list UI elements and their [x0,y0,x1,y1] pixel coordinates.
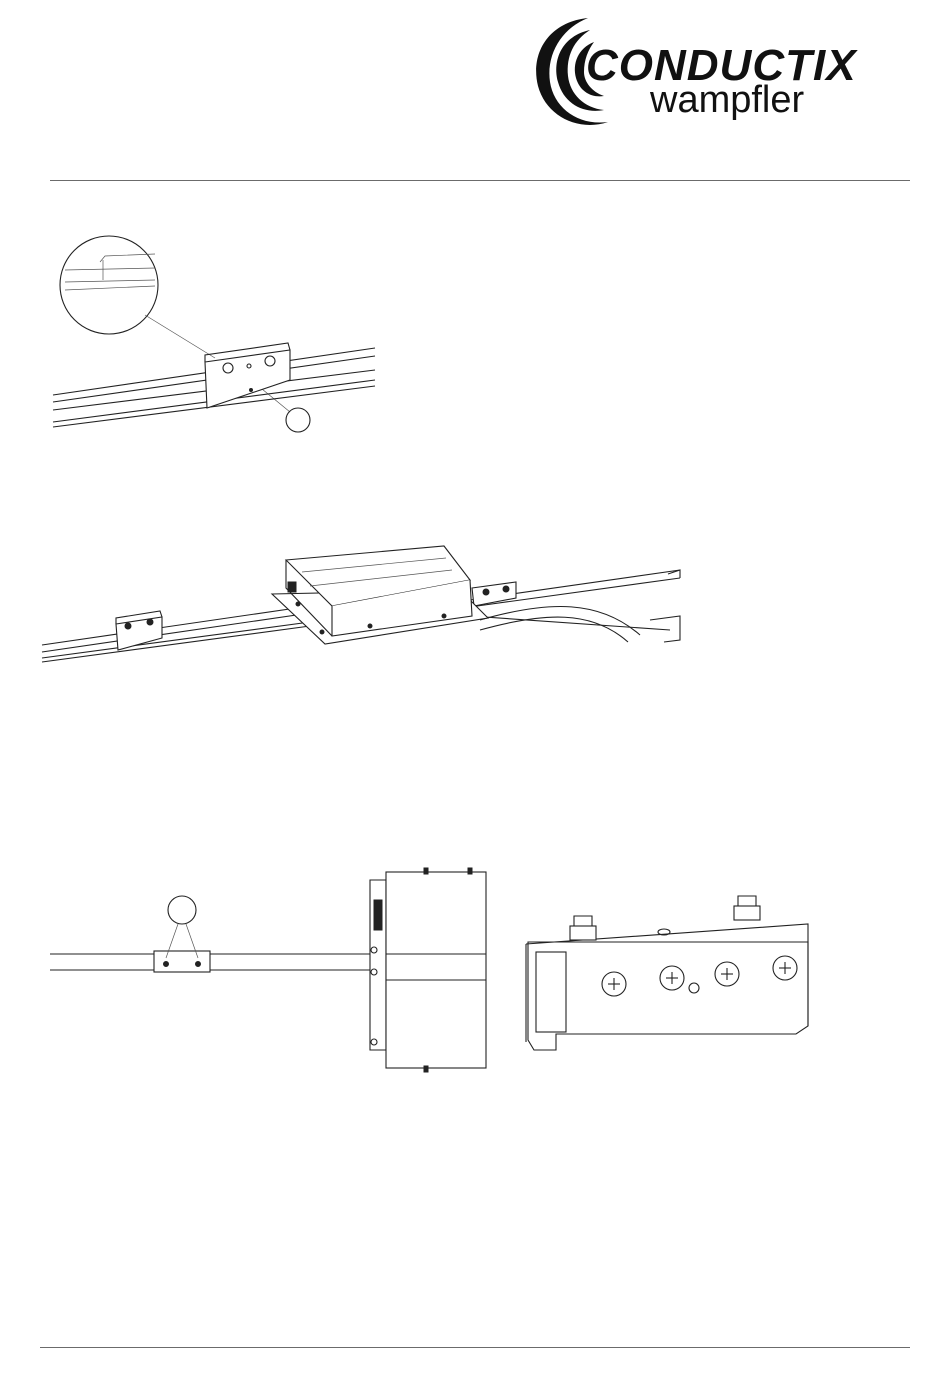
figure-power-feed-box [40,540,700,670]
logo-name-line2: wampfler [650,80,804,120]
footer-divider [40,1347,910,1348]
feed-box-icon [40,540,700,670]
figure-top-view-and-clamp [48,860,828,1080]
figure-rail-joint-detail [45,230,385,440]
conductix-wampfler-logo: CONDUCTIX wampfler [528,14,920,139]
rail-joint-icon [45,230,385,440]
top-view-clamp-icon [48,860,828,1080]
header-divider [50,180,910,181]
